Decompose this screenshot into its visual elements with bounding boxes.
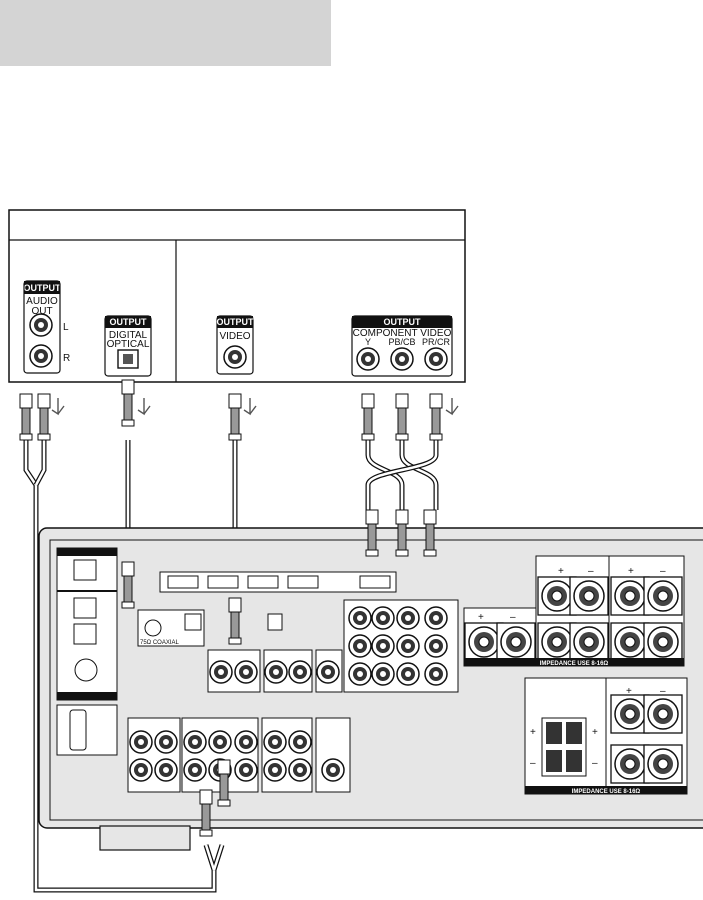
video-label: VIDEO [219, 331, 250, 342]
optical-badge: OUTPUT [110, 317, 148, 327]
minus-label: – [530, 758, 536, 769]
minus-label: – [592, 758, 598, 769]
component-video-group: OUTPUT COMPONENT VIDEO Y PB/CB PR/CR [351, 315, 453, 377]
receiver-back-panel: 75Ω COAXIAL [38, 509, 703, 851]
component-in-y[interactable] [348, 606, 372, 630]
arrow-icon [51, 397, 65, 415]
audio-out-l-label: L [63, 322, 69, 333]
plus-label: + [592, 727, 598, 738]
speaker-terminals-top: + – + – + – IMPEDANCE USE 8-16Ω [463, 555, 685, 667]
minus-label: – [510, 612, 516, 623]
component-input-block [343, 599, 459, 693]
source-device: OUTPUT AUDIO OUT L R OUTPUT DIGITAL OPTI… [8, 209, 466, 383]
component-pb-label: PB/CB [388, 337, 415, 347]
coaxial-in-jack[interactable] [74, 658, 98, 682]
optical-in-3[interactable] [73, 623, 97, 645]
optical-label-1: DIGITAL [109, 330, 148, 341]
optical-in-2[interactable] [73, 597, 97, 619]
video-group: OUTPUT VIDEO [216, 315, 255, 375]
arrow-icon [243, 397, 257, 415]
plus-label: + [626, 686, 632, 697]
hdmi-in-1[interactable] [167, 575, 199, 589]
hdmi-port[interactable] [69, 709, 87, 751]
component-pr-jack[interactable] [424, 347, 448, 371]
header-box [0, 0, 331, 66]
impedance-label: IMPEDANCE USE 8-16Ω [540, 661, 609, 667]
audio-in-l-jack[interactable] [208, 730, 232, 754]
hdmi-in-4[interactable] [287, 575, 319, 589]
component-label: COMPONENT VIDEO [353, 328, 452, 339]
optical-label-2: OPTICAL [107, 339, 150, 350]
video-in-jack[interactable] [209, 660, 233, 684]
component-pr-label: PR/CR [422, 337, 451, 347]
component-pb-jack[interactable] [390, 347, 414, 371]
arrow-icon [445, 397, 459, 415]
audio-out-label-2: OUT [31, 306, 52, 317]
video-badge: OUTPUT [217, 317, 255, 327]
digital-optical-group: OUTPUT DIGITAL OPTICAL [104, 315, 152, 377]
plus-label: + [628, 566, 634, 577]
audio-out-label-1: AUDIO [26, 296, 58, 307]
video-out-jack[interactable] [223, 345, 247, 369]
component-y-label: Y [365, 337, 371, 347]
audio-out-r-label: R [63, 353, 70, 364]
analog-input-block [207, 649, 343, 693]
audio-out-r-jack[interactable] [29, 344, 53, 368]
minus-label: – [660, 686, 666, 697]
plus-label: + [530, 727, 536, 738]
impedance-label: IMPEDANCE USE 8-16Ω [572, 789, 641, 795]
audio-input-block [127, 717, 351, 793]
audio-out-l-jack[interactable] [29, 313, 53, 337]
arrow-icon [137, 397, 151, 415]
plus-label: + [558, 566, 564, 577]
component-badge: OUTPUT [384, 317, 422, 327]
source-plugs [19, 379, 459, 441]
component-in-pr[interactable] [348, 662, 372, 686]
hdmi-out[interactable] [359, 575, 391, 589]
minus-label: – [660, 566, 666, 577]
speaker-terminals-bottom: + – + + – – IMPEDANCE USE 8-16Ω [524, 677, 688, 795]
component-in-pb[interactable] [348, 634, 372, 658]
optical-in-1[interactable] [73, 559, 97, 581]
hdmi-in-3[interactable] [247, 575, 279, 589]
audio-out-badge: OUTPUT [24, 283, 62, 293]
hdmi-in-2[interactable] [207, 575, 239, 589]
plus-label: + [478, 612, 484, 623]
component-y-jack[interactable] [356, 347, 380, 371]
minus-label: – [588, 566, 594, 577]
audio-out-group: OUTPUT AUDIO OUT L R [23, 280, 70, 374]
coaxial-label: 75Ω COAXIAL [140, 640, 179, 646]
